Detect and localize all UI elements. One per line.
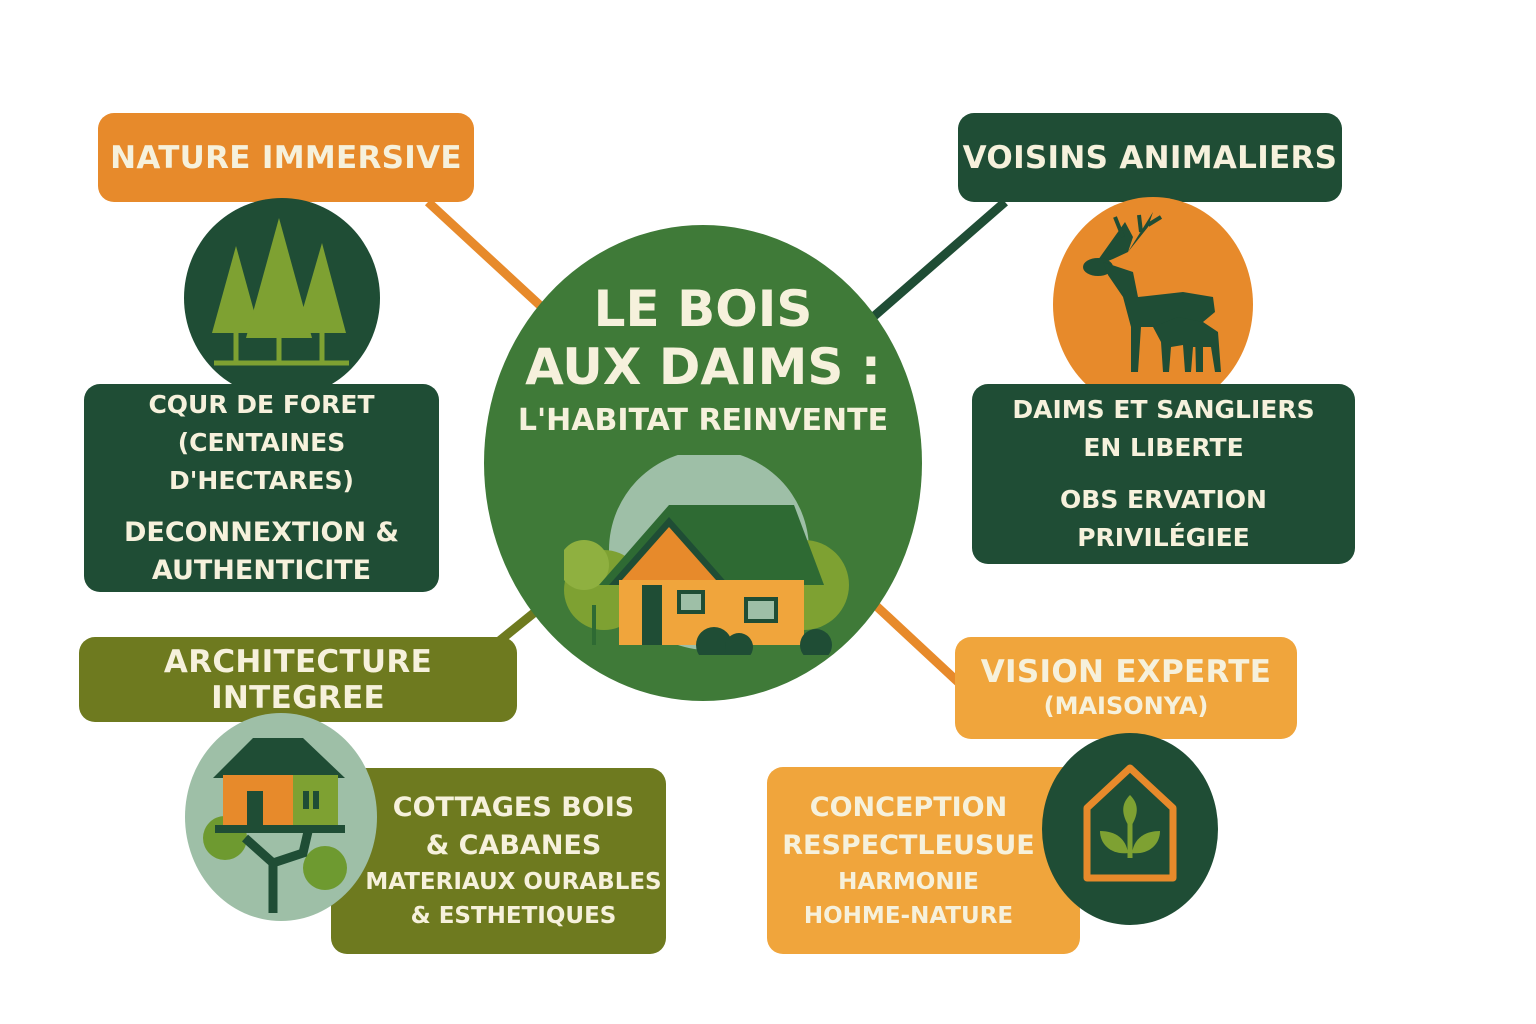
architecture-line-2: & CABANES	[425, 830, 602, 861]
voisins-line-1: DAIMS ET SANGLIERS	[1012, 395, 1315, 424]
deer-icon	[1053, 197, 1253, 412]
center-title-line1: LE BOIS	[593, 280, 813, 338]
vision-subtitle: (MAISONYA)	[1043, 692, 1209, 720]
center-title-line2: AUX DAIMS :	[525, 338, 881, 396]
vision-title: VISION EXPERTE	[980, 654, 1272, 690]
architecture-details-box: COTTAGES BOIS & CABANES MATERIAUX OURABL…	[331, 768, 666, 954]
architecture-title: ARCHITECTURE INTEGREE	[163, 643, 433, 716]
voisins-line-2: EN LIBERTE	[1083, 433, 1244, 462]
voisins-line-3: OBS ERVATION PRIVILÉGIEE	[1060, 485, 1267, 552]
voisins-title: VOISINS ANIMALIERS	[962, 139, 1338, 176]
nature-line-1: CQUR DE FORET	[148, 390, 375, 419]
connector-voisins	[869, 198, 1008, 322]
connector-nature	[424, 198, 549, 314]
architecture-line-3: MATERIAUX OURABLES	[365, 869, 662, 895]
nature-title: NATURE IMMERSIVE	[110, 139, 462, 176]
architecture-line-4: & ESTHETIQUES	[410, 903, 617, 929]
voisins-title-box: VOISINS ANIMALIERS	[958, 113, 1342, 202]
forest-icon	[184, 198, 380, 398]
nature-line-2: (CENTAINES D'HECTARES)	[169, 428, 354, 495]
eco-house-icon	[1042, 733, 1218, 925]
center-hub: LE BOIS AUX DAIMS : L'HABITAT REINVENTE	[484, 225, 922, 701]
nature-line-3: DECONNEXTION &	[123, 517, 400, 548]
nature-title-box: NATURE IMMERSIVE	[98, 113, 474, 202]
vision-line-1: CONCEPTION	[809, 791, 1008, 823]
vision-line-4: HOHME-NATURE	[803, 902, 1014, 929]
house-illustration	[564, 455, 849, 655]
connector-vision	[868, 598, 962, 686]
architecture-line-1: COTTAGES BOIS	[392, 792, 635, 823]
vision-title-box: VISION EXPERTE (MAISONYA)	[955, 637, 1297, 739]
nature-details-box: CQUR DE FORET (CENTAINES D'HECTARES) DEC…	[84, 384, 439, 592]
vision-line-2: RESPECTLEUSUE	[782, 829, 1035, 861]
nature-line-4: AUTHENTICITE	[151, 555, 372, 586]
architecture-title-box: ARCHITECTURE INTEGREE	[79, 637, 517, 722]
vision-line-3: HARMONIE	[838, 868, 979, 895]
vision-details-box: CONCEPTION RESPECTLEUSUE HARMONIE HOHME-…	[767, 767, 1080, 954]
voisins-details-box: DAIMS ET SANGLIERS EN LIBERTE OBS ERVATI…	[972, 384, 1355, 564]
center-subtitle: L'HABITAT REINVENTE	[517, 403, 889, 438]
treehouse-icon	[185, 713, 377, 921]
